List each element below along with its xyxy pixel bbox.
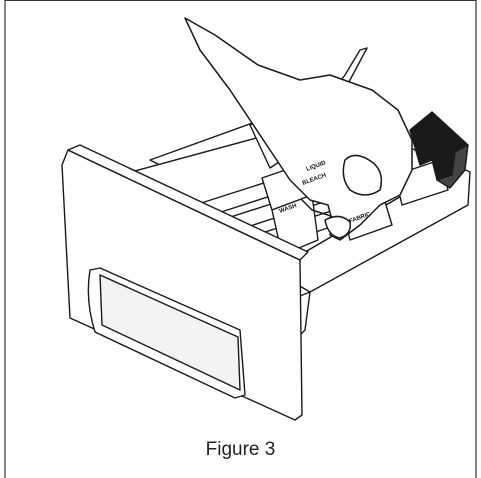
handle-recess <box>99 274 241 391</box>
thumb <box>324 215 352 239</box>
finger <box>342 154 383 196</box>
label-wash: WASH <box>279 203 298 215</box>
figure-caption: Figure 3 <box>205 439 276 460</box>
hand-illustration <box>184 17 413 241</box>
up-arrow-icon <box>409 111 469 189</box>
drawer-front-top <box>67 144 309 261</box>
